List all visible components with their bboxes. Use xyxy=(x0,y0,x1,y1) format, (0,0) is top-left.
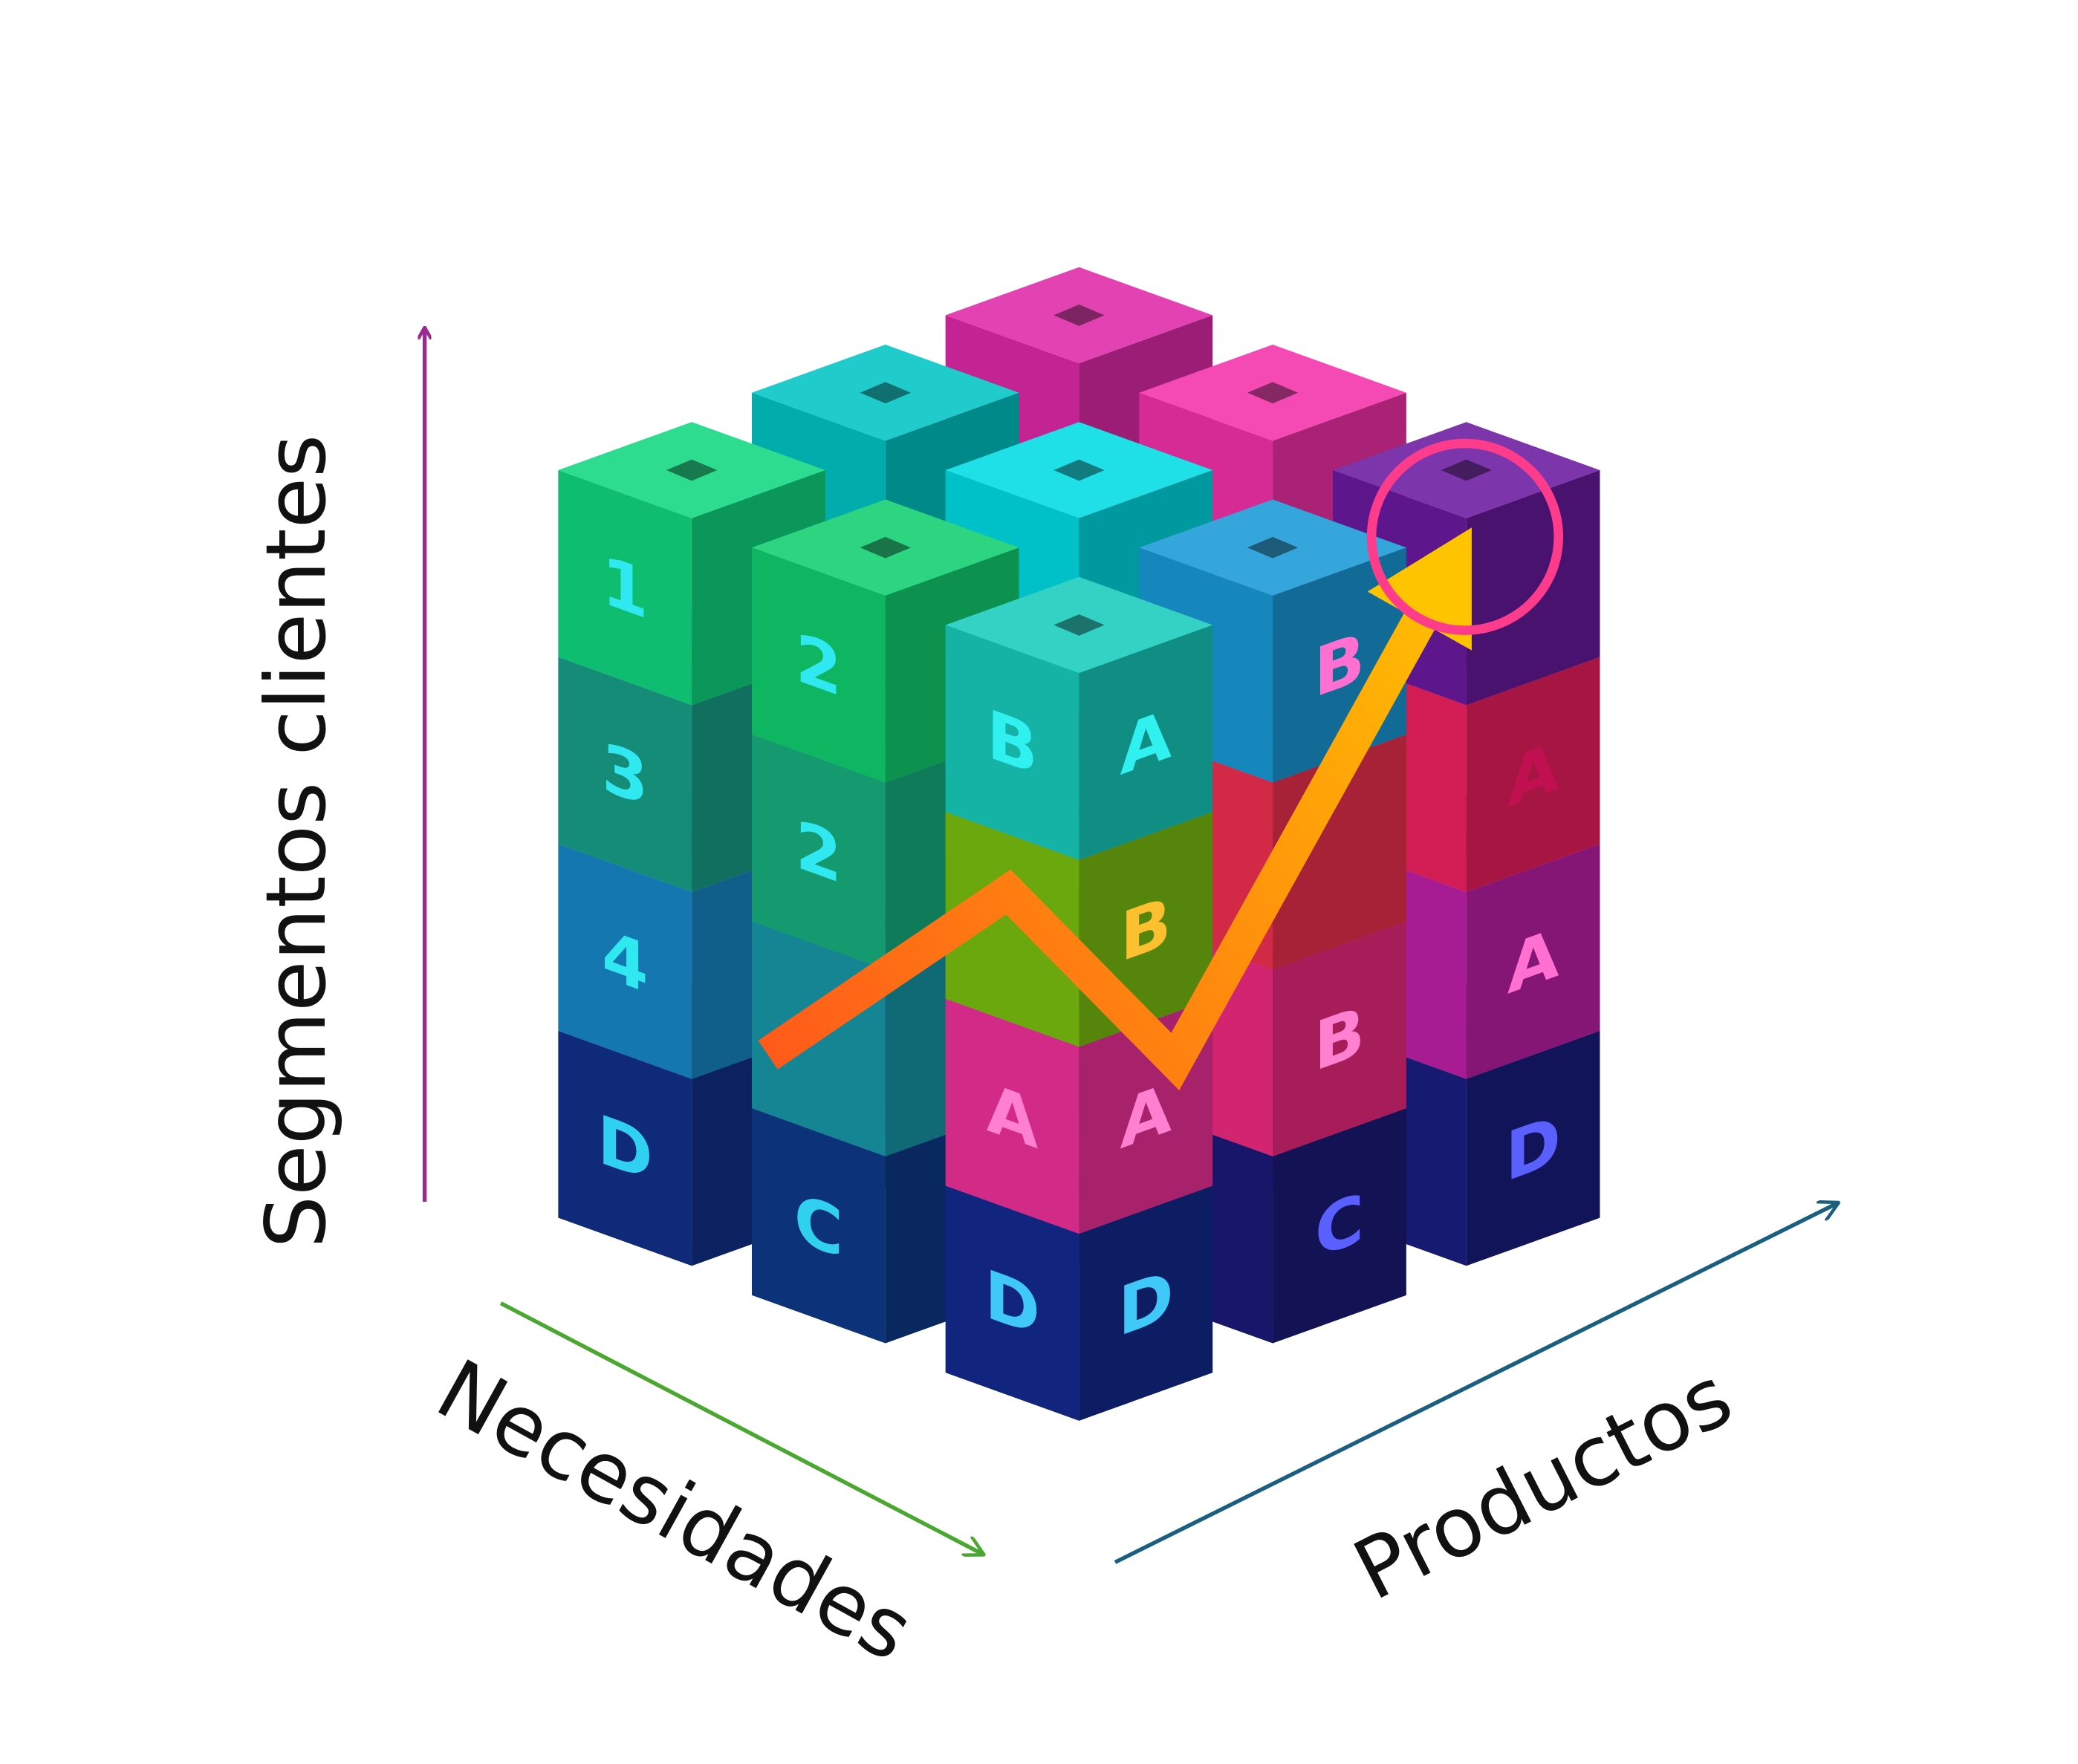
cube-top-face xyxy=(945,576,1213,674)
cube-left-label: 2 xyxy=(796,618,842,712)
trend-arrowhead xyxy=(1367,527,1472,651)
cube-right-shade xyxy=(1273,921,1406,1156)
cube-left-shade xyxy=(752,547,886,783)
cube-top-highlight xyxy=(945,576,1213,674)
cube-right-shade xyxy=(1079,1185,1213,1421)
segmentos-clientes-label: Segmentos clientes xyxy=(249,435,345,1249)
cube-top-face xyxy=(1139,499,1406,596)
cube-left-label: 1 xyxy=(602,541,649,635)
cube-left-label: B xyxy=(987,694,1038,790)
cube-top-highlight xyxy=(945,422,1213,518)
cube-top-hole xyxy=(1441,459,1492,481)
cube-left-shade xyxy=(945,998,1079,1234)
cube-left-shade xyxy=(945,1185,1079,1421)
cube-top-face xyxy=(1332,422,1600,518)
cube-right-label: A xyxy=(1120,694,1172,791)
cube-top-hole xyxy=(1247,382,1299,404)
cube-right-shade xyxy=(1466,469,1600,706)
cube-top-hole xyxy=(1053,459,1105,481)
cube-right-face xyxy=(1273,1108,1406,1344)
cube-top-face xyxy=(945,422,1213,518)
cube-left-face xyxy=(945,625,1079,860)
cube-top-highlight xyxy=(1332,422,1600,518)
cube-top-highlight xyxy=(1139,344,1406,441)
cube-right-face xyxy=(1079,625,1213,860)
cube-left-face xyxy=(558,1030,692,1266)
cube-right-label: B xyxy=(1314,991,1366,1087)
cube-right-label: B xyxy=(1314,617,1366,713)
cube-right-face xyxy=(1466,657,1600,892)
cube-left-face xyxy=(945,812,1079,1047)
cube-right-face xyxy=(1466,469,1600,706)
necesidades-axis-arrow xyxy=(499,1301,983,1555)
cube-left-shade xyxy=(945,812,1079,1047)
cube-right-face xyxy=(1079,1185,1213,1421)
cube-right-shade xyxy=(1273,1108,1406,1344)
cube-top-highlight xyxy=(1139,499,1406,596)
productos-axis-arrow xyxy=(1114,1203,1837,1564)
cube-right-label: A xyxy=(1120,1068,1172,1165)
cube-left-face xyxy=(558,469,692,706)
cube-left-face xyxy=(945,998,1079,1234)
cube-left-face xyxy=(752,1108,886,1344)
cube-left-face xyxy=(558,844,692,1079)
cube-right-label: A xyxy=(1507,726,1559,823)
cube-top-hole xyxy=(1053,614,1105,636)
cube-left-shade xyxy=(558,844,692,1079)
cube-left-face xyxy=(752,734,886,970)
cube-left-shade xyxy=(752,734,886,970)
cube-right-face xyxy=(1466,1030,1600,1266)
cube-left-label: 4 xyxy=(602,914,649,1009)
cube-right-face xyxy=(1273,921,1406,1156)
cube-left-label: 2 xyxy=(796,804,842,899)
cube-left-shade xyxy=(558,657,692,892)
cube-right-label: B xyxy=(1120,882,1172,977)
cube-left-face xyxy=(752,547,886,783)
cube-left-face xyxy=(558,657,692,892)
cube-top-highlight xyxy=(752,499,1019,596)
highlight-circle xyxy=(1366,438,1564,635)
trend-line xyxy=(758,612,1435,1090)
cube-left-label: C xyxy=(794,1178,843,1273)
cube-top-hole xyxy=(1247,536,1299,559)
cube-top-face xyxy=(558,422,825,518)
cube-left-shade xyxy=(558,1030,692,1266)
cube-top-face xyxy=(752,344,1019,441)
cube-top-highlight xyxy=(752,344,1019,441)
cube-left-shade xyxy=(945,625,1079,860)
cube-right-shade xyxy=(1079,625,1213,860)
cube-right-label: C xyxy=(1315,1178,1364,1273)
cube-top-face xyxy=(945,267,1213,364)
cube-top-highlight xyxy=(945,267,1213,364)
cube-right-shade xyxy=(1466,657,1600,892)
cube-right-label: A xyxy=(1507,914,1559,1010)
cube-right-shade xyxy=(1466,1030,1600,1266)
productos-label: Productos xyxy=(1340,1349,1747,1619)
cube-top-face xyxy=(752,499,1019,596)
cube-left-face xyxy=(945,1185,1079,1421)
cube-top-hole xyxy=(666,459,718,481)
cube-top-highlight xyxy=(558,422,825,518)
cube-left-label: A xyxy=(987,1068,1039,1165)
cube-left-shade xyxy=(558,469,692,706)
growth-trend-arrow xyxy=(758,527,1472,1090)
cube-right-shade xyxy=(1466,844,1600,1079)
cube-right-face xyxy=(1466,844,1600,1079)
cube-left-shade xyxy=(752,1108,886,1344)
cube-left-label: 3 xyxy=(602,727,649,821)
cube-top-face xyxy=(1139,344,1406,441)
